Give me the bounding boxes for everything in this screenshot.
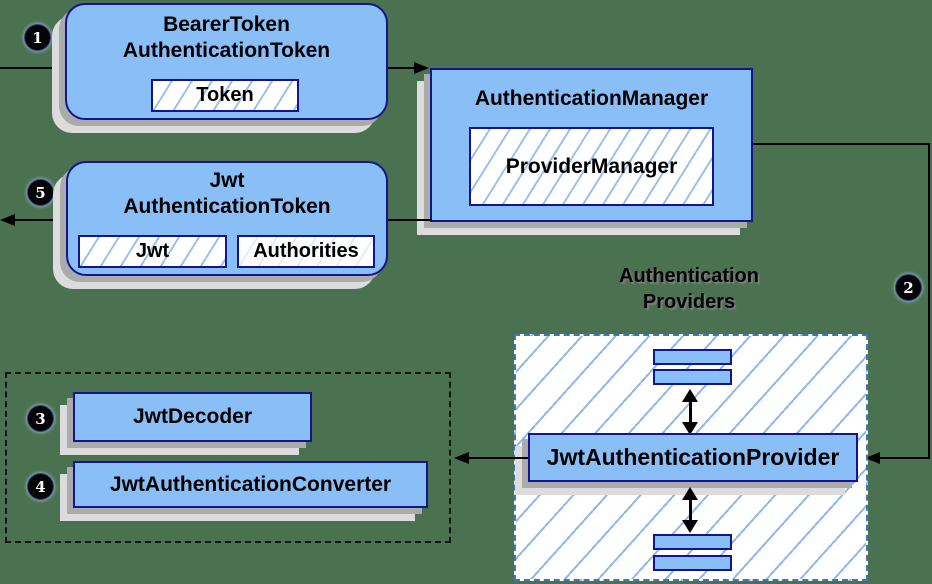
jwt-authentication-provider-box: JwtAuthenticationProvider — [528, 433, 858, 482]
arrowhead-left-icon — [454, 452, 469, 464]
step-1-number: 1 — [32, 28, 43, 47]
jwt-authentication-provider-label: JwtAuthenticationProvider — [546, 444, 840, 470]
bearer-box-title-line2: AuthenticationToken — [122, 39, 331, 62]
step-badge-5: 5 — [28, 180, 53, 205]
step-badge-4: 4 — [28, 474, 53, 499]
double-arrow-icon — [682, 389, 698, 435]
arrowhead-down-icon — [682, 422, 698, 435]
arrowhead-right-icon — [414, 62, 429, 74]
jwt-box-title-line1: Jwt — [209, 169, 245, 192]
provider-manager-label: ProviderManager — [505, 154, 678, 178]
step-badge-1: 1 — [25, 25, 50, 50]
jwt-field-label: Jwt — [135, 240, 170, 262]
providers-label-line1: Authentication — [619, 265, 759, 287]
step-badge-2: 2 — [896, 275, 921, 300]
double-arrow-icon — [682, 487, 698, 533]
flow-path-manager-to-provider-top — [753, 143, 930, 145]
step-2-number: 2 — [903, 278, 914, 297]
arrow-bearer-to-manager-line — [388, 67, 416, 69]
arrowhead-left-icon — [865, 452, 880, 464]
providers-label-line2: Providers — [642, 291, 736, 313]
provider-stub-bar — [653, 369, 732, 385]
provider-stub-bar — [653, 534, 732, 550]
jwt-box-title-line2: AuthenticationToken — [123, 195, 331, 218]
jwt-box-title: Jwt AuthenticationToken — [68, 168, 386, 220]
authentication-providers-label: Authentication Providers — [564, 263, 814, 315]
jwt-authentication-converter-box: JwtAuthenticationConverter — [73, 461, 428, 508]
provider-manager-field: ProviderManager — [469, 127, 714, 206]
token-field: Token — [151, 79, 299, 112]
arrow-provider-to-decoders-line — [468, 457, 528, 459]
provider-stub-bar — [653, 555, 732, 571]
step-5-number: 5 — [35, 183, 46, 202]
authorities-field: Authorities — [237, 235, 375, 268]
arrowhead-up-icon — [682, 487, 698, 500]
bearer-box-title: BearerToken AuthenticationToken — [67, 12, 386, 64]
flow-line-manager-to-jwt-token — [388, 219, 432, 221]
provider-stub-bar — [653, 349, 732, 365]
step-badge-3: 3 — [28, 406, 53, 431]
jwt-authentication-token-box: Jwt AuthenticationToken Jwt Authorities — [66, 161, 388, 276]
flow-path-manager-to-provider-bottom — [879, 457, 930, 459]
jwt-field: Jwt — [78, 235, 227, 268]
step-3-number: 3 — [35, 409, 46, 428]
token-field-label: Token — [196, 84, 254, 106]
arrowhead-up-icon — [682, 389, 698, 402]
arrowhead-down-icon — [682, 520, 698, 533]
flow-path-manager-to-provider-vertical — [928, 143, 930, 459]
jwt-decoder-box: JwtDecoder — [73, 392, 312, 442]
authentication-manager-box: AuthenticationManager ProviderManager — [430, 68, 753, 222]
bearer-token-authentication-token-box: BearerToken AuthenticationToken Token — [65, 3, 388, 120]
arrow-shaft — [688, 402, 692, 422]
jwt-authentication-converter-label: JwtAuthenticationConverter — [109, 472, 392, 496]
authorities-field-label: Authorities — [253, 240, 359, 262]
flow-line-result-out — [14, 219, 67, 221]
arrow-shaft — [688, 500, 692, 520]
bearer-box-title-line1: BearerToken — [163, 13, 290, 36]
jwt-decoder-label: JwtDecoder — [132, 405, 253, 428]
arrowhead-left-icon — [0, 214, 15, 226]
step-4-number: 4 — [35, 477, 46, 496]
decoder-group-box — [5, 372, 451, 543]
authentication-manager-title: AuthenticationManager — [474, 87, 709, 110]
flow-line-request-in — [0, 67, 66, 69]
